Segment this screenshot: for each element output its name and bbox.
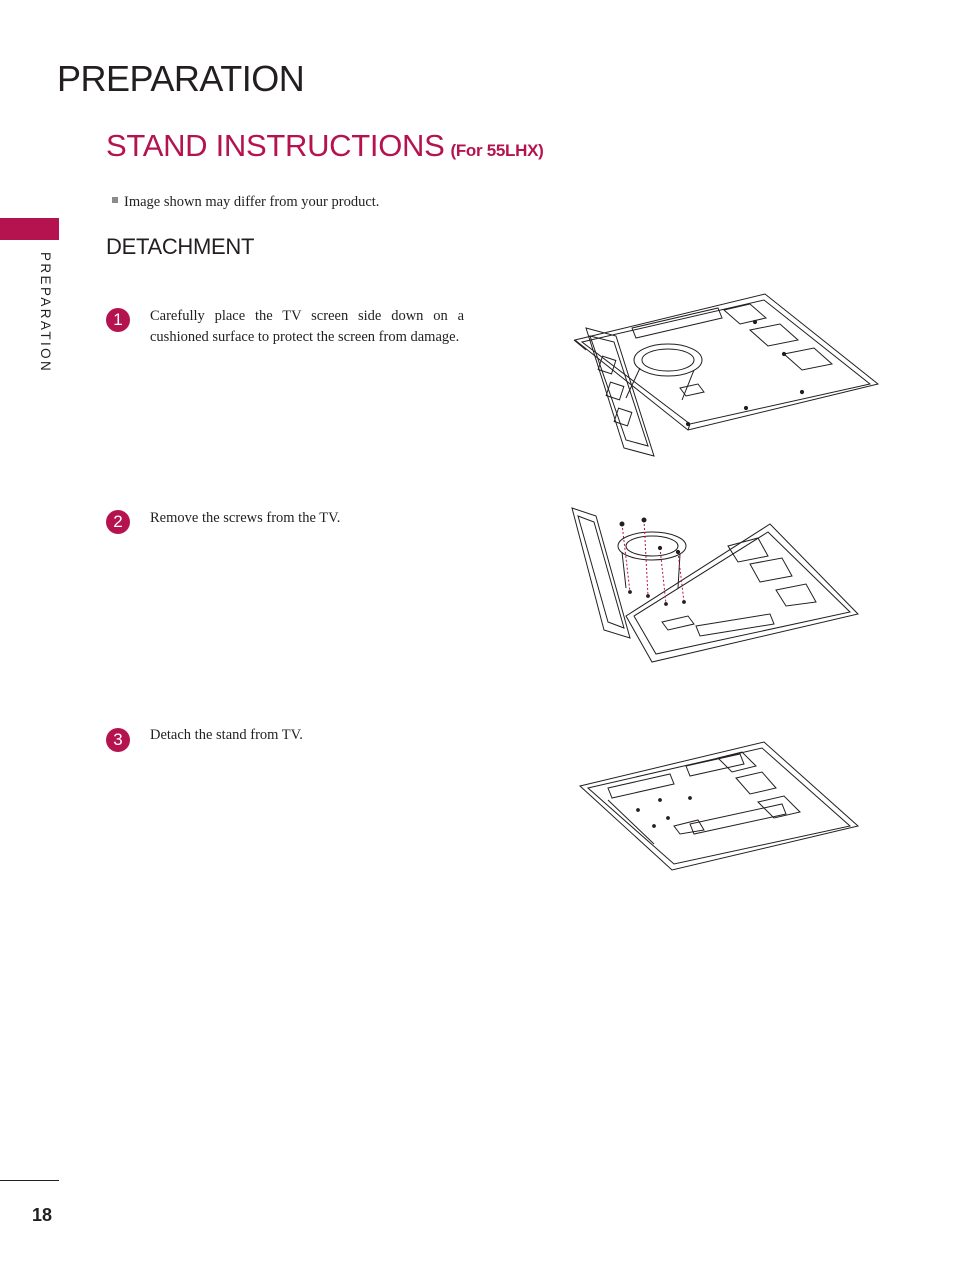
step-2-text: Remove the screws from the TV.	[150, 510, 341, 526]
subsection-title: DETACHMENT	[106, 234, 255, 259]
page-heading: PREPARATION	[57, 58, 305, 99]
step-3-badge: 3	[106, 728, 130, 752]
illustration-remove-screws	[570, 506, 862, 666]
step-1-badge: 1	[106, 308, 130, 332]
step-1-text: Carefully place the TV screen side down …	[150, 308, 464, 345]
step-3-text: Detach the stand from TV.	[150, 727, 303, 743]
bullet-icon	[112, 197, 118, 203]
section-title-model: (For 55LHX)	[450, 141, 544, 160]
note-text: Image shown may differ from your product…	[124, 194, 380, 210]
illustration-stand-detached	[578, 740, 860, 872]
footer-rule	[0, 1180, 59, 1181]
side-tab-marker	[0, 218, 59, 240]
step-2-badge: 2	[106, 510, 130, 534]
side-label: PREPARATION	[38, 252, 53, 374]
illustration-tv-with-stand	[570, 288, 882, 460]
image-note: Image shown may differ from your product…	[112, 194, 379, 211]
section-title-text: STAND INSTRUCTIONS	[106, 128, 445, 163]
section-title: STAND INSTRUCTIONS (For 55LHX)	[106, 128, 544, 164]
page-number: 18	[32, 1205, 53, 1225]
